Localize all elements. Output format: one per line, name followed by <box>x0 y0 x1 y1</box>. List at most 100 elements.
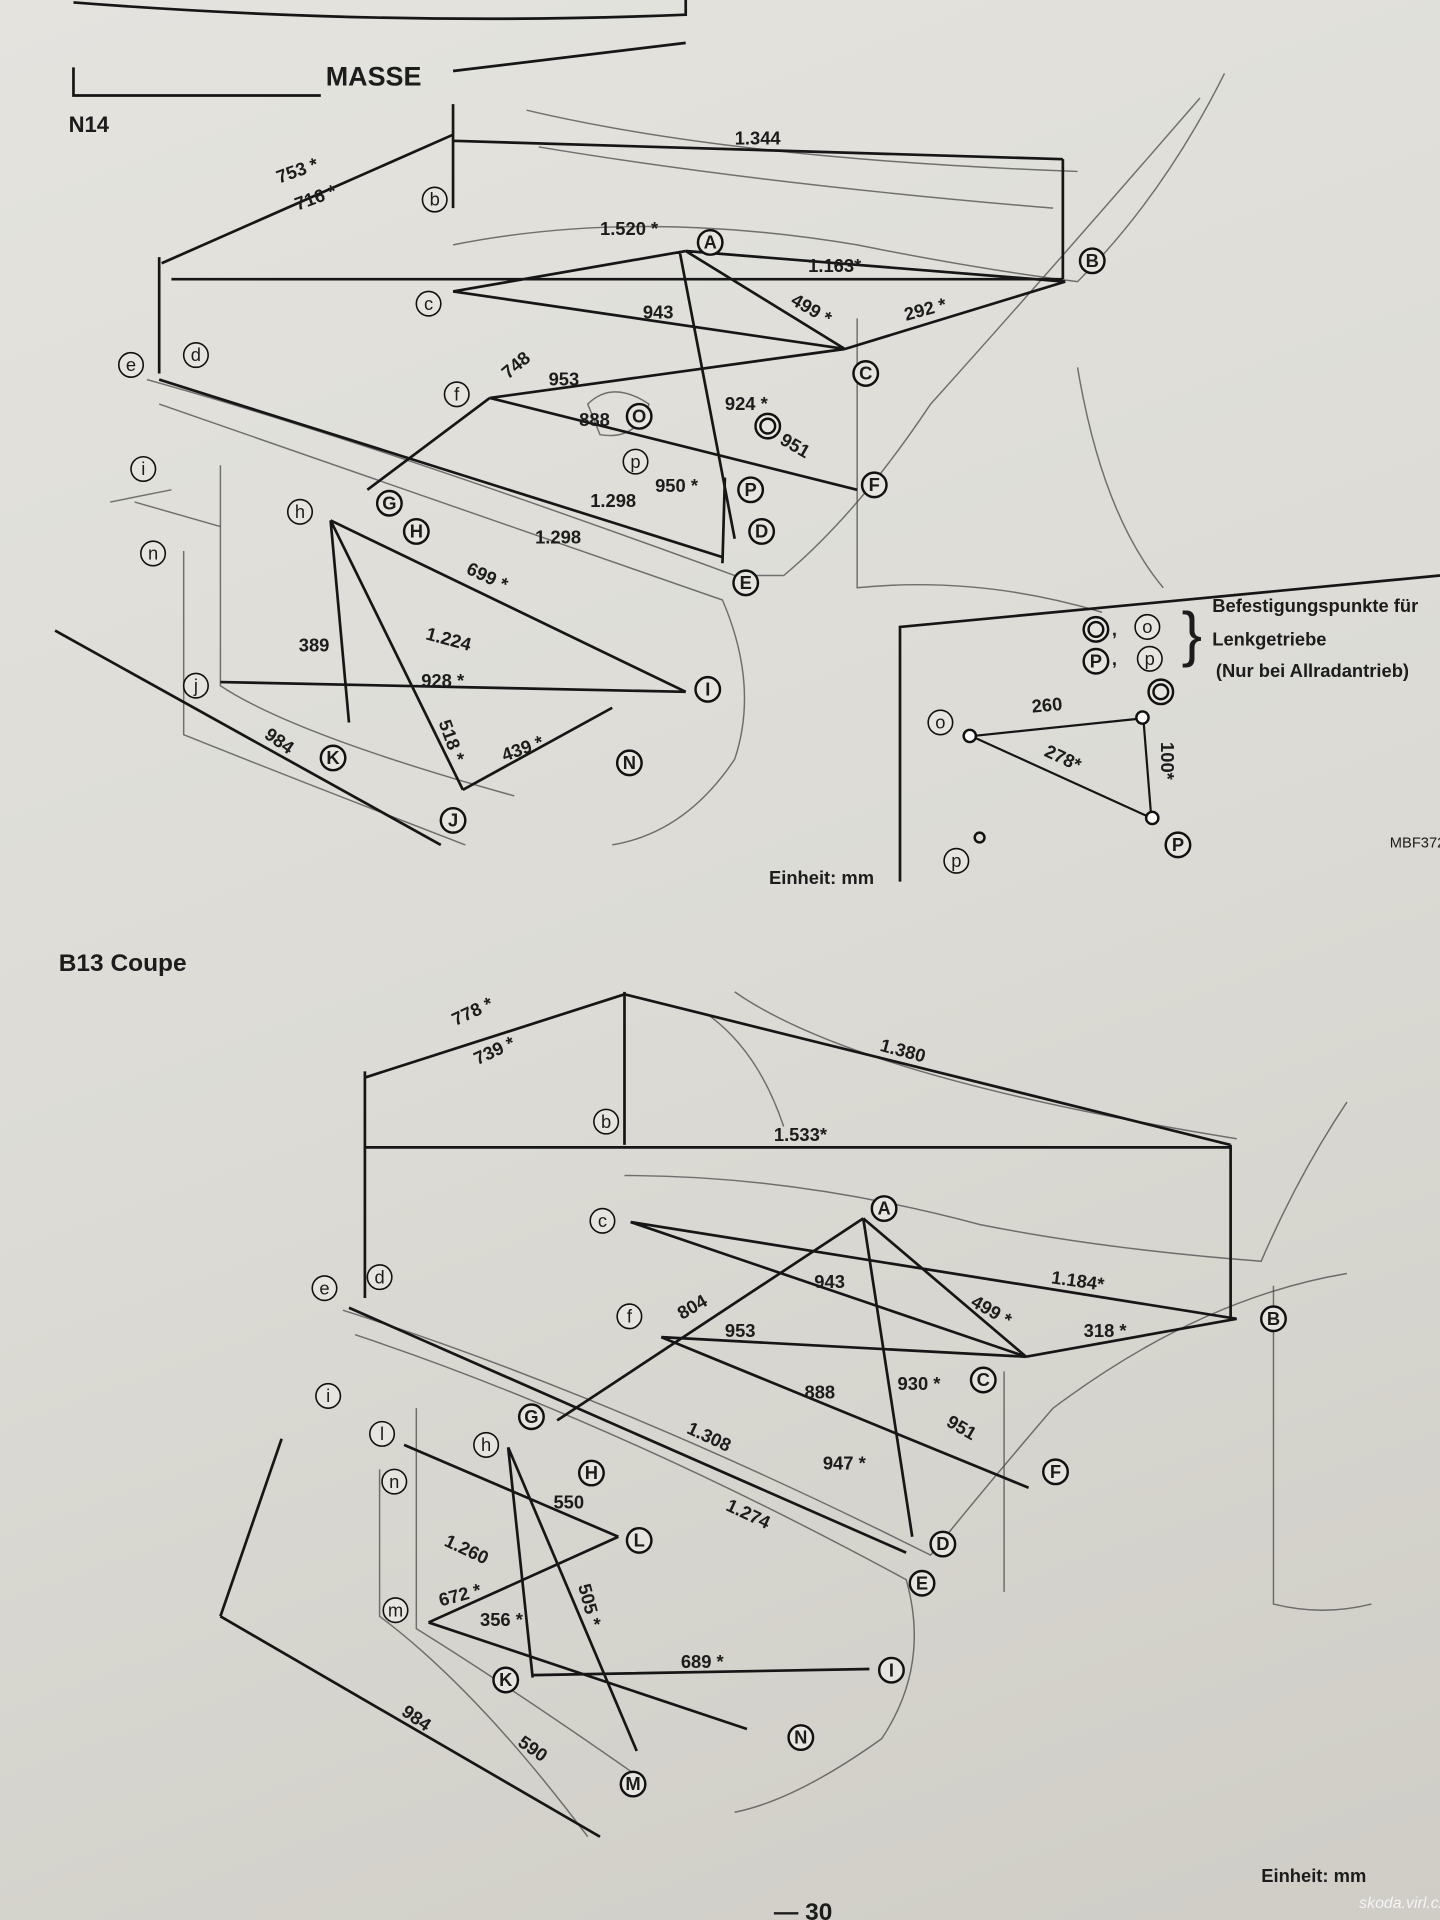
point-letter: i <box>141 458 145 479</box>
figure-code: MBF372 <box>1390 835 1440 851</box>
reference-point-label: B <box>1078 247 1106 275</box>
reference-point-label: d <box>182 342 209 369</box>
model-n14-label: N14 <box>69 112 110 137</box>
point-letter: G <box>382 492 396 513</box>
point-letter: h <box>295 501 305 522</box>
point-letter: P <box>744 479 756 500</box>
reference-point-label: F <box>1042 1458 1069 1486</box>
dimension-label: 930 * <box>898 1373 942 1394</box>
point-letter: N <box>794 1727 807 1748</box>
unit-label-b13: Einheit: mm <box>1261 1865 1366 1886</box>
point-letter: D <box>936 1533 949 1554</box>
legend-line-1: Befestigungspunkte für <box>1212 595 1418 616</box>
point-letter: J <box>448 810 458 831</box>
dimension-label: 753 * <box>273 153 321 188</box>
point-letter: B <box>1267 1308 1280 1329</box>
reference-point-label: e <box>117 351 145 378</box>
point-letter: i <box>326 1385 330 1406</box>
reference-point-label: E <box>732 569 760 597</box>
point-letter: p <box>1145 648 1155 669</box>
reference-point-label: m <box>382 1597 409 1624</box>
dimension-label: 356 * <box>480 1609 524 1630</box>
point-letter: B <box>1086 250 1099 271</box>
dimension-label: 689 * <box>681 1651 725 1672</box>
legend-line-2: Lenkgetriebe <box>1212 628 1326 649</box>
reference-point-label: h <box>473 1431 500 1458</box>
point-letter: P <box>1090 650 1102 671</box>
unit-label-n14: Einheit: mm <box>769 867 874 888</box>
reference-point-label: L <box>625 1526 653 1554</box>
reference-point-label: E <box>908 1569 936 1597</box>
point-letter: L <box>634 1530 645 1551</box>
n14-body-outline <box>110 73 1226 846</box>
point-letter: m <box>388 1599 403 1620</box>
model-b13-label: B13 Coupe <box>59 950 187 977</box>
point-o-marker <box>962 728 978 744</box>
point-letter: l <box>380 1423 384 1444</box>
point-letter: H <box>410 521 423 542</box>
reference-point-label: i <box>315 1382 342 1409</box>
point-letter: D <box>755 521 768 542</box>
point-letter: o <box>1142 616 1152 637</box>
reference-point-label: I <box>694 675 722 703</box>
point-letter: o <box>935 712 945 733</box>
dimension-label: 984 <box>261 723 299 758</box>
point-letter: N <box>623 752 636 773</box>
point-letter: e <box>319 1277 329 1298</box>
point-letter: A <box>704 232 717 253</box>
point-letter: b <box>601 1111 611 1132</box>
dimension-label: 950 * <box>655 475 699 496</box>
dimension-label: 1.274 <box>723 1494 774 1533</box>
reference-point-label: G <box>517 1403 545 1431</box>
dimension-label: 590 <box>514 1731 551 1766</box>
reference-point-label <box>1082 615 1110 643</box>
dimension-label: 928 * <box>421 670 465 691</box>
point-letter: C <box>859 363 872 384</box>
dimension-label: 716 * <box>292 180 340 215</box>
reference-point-label <box>1147 678 1175 706</box>
reference-point-label: P <box>1082 647 1110 675</box>
reference-point-label: J <box>439 806 467 834</box>
point-letter: p <box>630 451 640 472</box>
reference-point-label: p <box>943 847 970 874</box>
reference-point-label: B <box>1260 1305 1287 1333</box>
dimension-label: 1.344 <box>735 127 782 148</box>
dimension-label: 100* <box>1157 742 1178 781</box>
point-letter: H <box>585 1462 598 1483</box>
point-letter: c <box>598 1210 607 1231</box>
dimension-label: 1.163* <box>808 255 862 276</box>
reference-point-label: c <box>589 1207 616 1234</box>
reference-point-label: n <box>381 1468 408 1495</box>
point-letter: n <box>148 543 158 564</box>
dimension-label: 1.224 <box>424 623 475 655</box>
b13-body-outline <box>342 991 1372 1838</box>
point-p-marker <box>973 831 986 844</box>
dimension-label: 1.298 <box>535 527 581 548</box>
dimension-label: 389 <box>299 634 330 655</box>
dimension-label: 953 <box>725 1320 756 1341</box>
header-box <box>72 41 686 97</box>
dimension-label: 804 <box>674 1290 712 1324</box>
point-letter: b <box>430 189 440 210</box>
reference-point-label: p <box>622 448 649 475</box>
point-letter: F <box>1050 1461 1061 1482</box>
point-letter: E <box>740 572 752 593</box>
point-letter: K <box>326 747 340 768</box>
dimension-label: 984 <box>398 1700 436 1735</box>
reference-point-label: o <box>927 709 954 736</box>
reference-point-label: o <box>1134 613 1161 640</box>
reference-point-label: h <box>286 498 314 525</box>
dimension-label: 499 * <box>788 289 836 329</box>
point-letter: F <box>869 474 880 495</box>
point-letter: e <box>126 354 136 375</box>
reference-point-label: P <box>737 476 765 504</box>
point-P-marker <box>1144 810 1160 826</box>
reference-point-label: K <box>319 744 347 772</box>
reference-point-label: A <box>696 228 724 256</box>
point-letter: E <box>916 1572 928 1593</box>
reference-point-label: c <box>415 290 442 317</box>
dimension-label: 1.520 * <box>600 218 659 239</box>
reference-point-label: H <box>577 1459 605 1487</box>
reference-point-label: O <box>625 402 653 430</box>
